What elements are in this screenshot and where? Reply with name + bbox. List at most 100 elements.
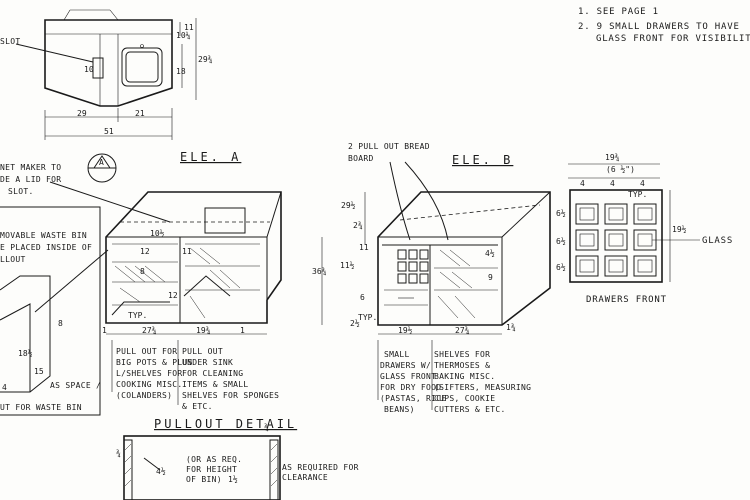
svg-text:PULL OUT: PULL OUT bbox=[182, 347, 223, 356]
drawers-col-a: 4 bbox=[580, 179, 585, 188]
svg-text:COOKING MISC.: COOKING MISC. bbox=[116, 380, 183, 389]
ele-b-small-drawers bbox=[397, 249, 429, 284]
ele-b-dim-36: 36¾ bbox=[312, 267, 327, 276]
pullout-note-2: FOR HEIGHT bbox=[186, 465, 237, 474]
svg-text:(PASTAS, RICE: (PASTAS, RICE bbox=[380, 394, 447, 403]
svg-text:GLASS FRONT: GLASS FRONT bbox=[380, 372, 436, 381]
svg-text:DRAWERS W/: DRAWERS W/ bbox=[380, 361, 431, 370]
svg-text:CUPS, COOKIE: CUPS, COOKIE bbox=[434, 394, 495, 403]
svg-text:BEANS): BEANS) bbox=[384, 405, 415, 414]
svg-text:SHELVES FOR: SHELVES FOR bbox=[434, 350, 490, 359]
ele-b-dim-4: 4½ bbox=[485, 248, 495, 258]
svg-text:(SIFTERS, MEASURING: (SIFTERS, MEASURING bbox=[434, 383, 531, 392]
svg-text:SMALL: SMALL bbox=[384, 350, 410, 359]
ele-b-typ: TYP. bbox=[358, 313, 377, 322]
section-marker-arrow bbox=[88, 155, 116, 169]
svg-text:FOR DRY FOOD: FOR DRY FOOD bbox=[380, 383, 441, 392]
drawers-row-c: 6½ bbox=[556, 262, 566, 272]
slot-leader bbox=[15, 43, 94, 63]
waste-bin-inner bbox=[0, 303, 31, 392]
ele-a-dim-10: 10½ bbox=[150, 228, 165, 238]
plan-top-right-edge bbox=[109, 9, 119, 21]
svg-text:& ETC.: & ETC. bbox=[182, 402, 213, 411]
svg-text:UNDER SINK: UNDER SINK bbox=[182, 358, 233, 367]
waste-bin-frame bbox=[0, 206, 101, 416]
plan-counter-outline bbox=[44, 19, 173, 107]
ele-b-dim-29: 29½ bbox=[341, 200, 356, 210]
svg-text:SHELVES FOR SPONGES: SHELVES FOR SPONGES bbox=[182, 391, 279, 400]
ele-b-hatching bbox=[437, 249, 476, 319]
drawers-dim-sub: (6 ½") bbox=[606, 164, 635, 174]
drawers-grid bbox=[575, 203, 657, 277]
waste-dim-4: 4 bbox=[2, 383, 7, 392]
dim-right-overall: 29¾ bbox=[198, 55, 213, 64]
note-1: 1. SEE PAGE 1 bbox=[578, 7, 659, 17]
pullout-right-post bbox=[269, 439, 279, 500]
svg-text:BAKING MISC.: BAKING MISC. bbox=[434, 372, 495, 381]
clearance-note-2: CLEARANCE bbox=[282, 473, 328, 482]
ele-a-pullout-bin bbox=[183, 275, 231, 297]
dim-slot-10: 10 bbox=[84, 65, 94, 74]
plan-slot bbox=[92, 57, 104, 79]
svg-text:L/SHELVES FOR: L/SHELVES FOR bbox=[116, 369, 183, 378]
ele-b-dim-6: 6 bbox=[360, 293, 365, 302]
plan-sink bbox=[121, 47, 163, 87]
svg-text:CUTTERS & ETC.: CUTTERS & ETC. bbox=[434, 405, 506, 414]
ele-a-hatching bbox=[114, 247, 241, 319]
svg-text:FOR CLEANING: FOR CLEANING bbox=[182, 369, 243, 378]
slot-label: SLOT bbox=[0, 37, 20, 46]
pullout-bin-edge bbox=[143, 457, 161, 471]
ele-a-dim-1a: 1 bbox=[102, 326, 107, 335]
section-marker: A bbox=[87, 153, 117, 183]
general-notes: 1. SEE PAGE 1 2. 9 SMALL DRAWERS TO HAVE… bbox=[578, 7, 750, 44]
pullout-left-post bbox=[123, 439, 133, 500]
ele-a-title: ELE. A bbox=[180, 150, 241, 164]
ele-a-dim-12b: 12 bbox=[168, 291, 178, 300]
plan-top-left-edge bbox=[63, 9, 71, 21]
svg-text:PULL OUT FOR: PULL OUT FOR bbox=[116, 347, 177, 356]
pullout-detail: PULLOUT DETAIL ¾ 4½ (OR AS REQ. FOR HEIG… bbox=[116, 417, 358, 500]
drawers-col-b: 4 bbox=[610, 179, 615, 188]
ele-a-dim-1b: 1 bbox=[240, 326, 245, 335]
svg-text:A: A bbox=[99, 158, 104, 167]
drawers-front-label: DRAWERS FRONT bbox=[586, 295, 667, 305]
callout-a1: PULL OUT FOR BIG POTS & PLUS L/SHELVES F… bbox=[116, 347, 193, 400]
waste-dim-18: 18½ bbox=[18, 348, 33, 358]
svg-text:THERMOSES &: THERMOSES & bbox=[434, 361, 490, 370]
ele-b-hidden-line bbox=[399, 204, 541, 221]
ele-a-dim-27: 27¾ bbox=[142, 326, 157, 335]
ele-a-counter-right bbox=[266, 191, 282, 238]
waste-note-1: MOVABLE WASTE BIN bbox=[0, 231, 87, 240]
svg-text:BIG POTS & PLUS: BIG POTS & PLUS bbox=[116, 358, 193, 367]
ele-b-dim-1: 1¾ bbox=[506, 323, 516, 332]
drawers-row-a: 6½ bbox=[556, 208, 566, 218]
ele-b-dim-2: 2¾ bbox=[353, 221, 363, 230]
dim-top-a: 10¼ bbox=[176, 31, 191, 40]
ele-a-dim-11: 11 bbox=[182, 247, 192, 256]
svg-text:ITEMS & SMALL: ITEMS & SMALL bbox=[182, 380, 249, 389]
ele-b-cabinet-outline bbox=[377, 191, 551, 326]
svg-text:(COLANDERS): (COLANDERS) bbox=[116, 391, 172, 400]
ele-b-dim-19: 19½ bbox=[398, 325, 413, 335]
bread-note-2: BOARD bbox=[348, 154, 374, 163]
pullout-dim-34: ¾ bbox=[116, 449, 121, 458]
note-2-line-1: 2. 9 SMALL DRAWERS TO HAVE bbox=[578, 22, 740, 32]
callout-b2: SHELVES FOR THERMOSES & BAKING MISC. (SI… bbox=[434, 350, 531, 414]
callout-b1: SMALL DRAWERS W/ GLASS FRONT FOR DRY FOO… bbox=[380, 350, 447, 414]
ele-b-dim-9: 9 bbox=[488, 273, 493, 282]
as-space: AS SPACE / bbox=[50, 381, 101, 390]
pullout-dim-top: ¾ bbox=[264, 423, 269, 432]
waste-note-3: LLOUT bbox=[0, 255, 26, 264]
ele-b-title: ELE. B bbox=[452, 153, 513, 167]
waste-note-2: E PLACED INSIDE OF bbox=[0, 243, 92, 252]
dim-right-inner: 18 bbox=[176, 67, 186, 76]
ele-a-dim-12: 12 bbox=[140, 247, 150, 256]
ele-b-dim-27: 27¾ bbox=[455, 326, 470, 335]
elevation-a: ELE. A A NET MAKER TO DE A LID FOR SLOT. bbox=[0, 150, 282, 416]
waste-dim-15: 15 bbox=[34, 367, 44, 376]
dim-top-b: 11 bbox=[184, 23, 194, 32]
pullout-title: PULLOUT DETAIL bbox=[154, 417, 297, 431]
cabinetmaker-leader bbox=[49, 181, 171, 223]
